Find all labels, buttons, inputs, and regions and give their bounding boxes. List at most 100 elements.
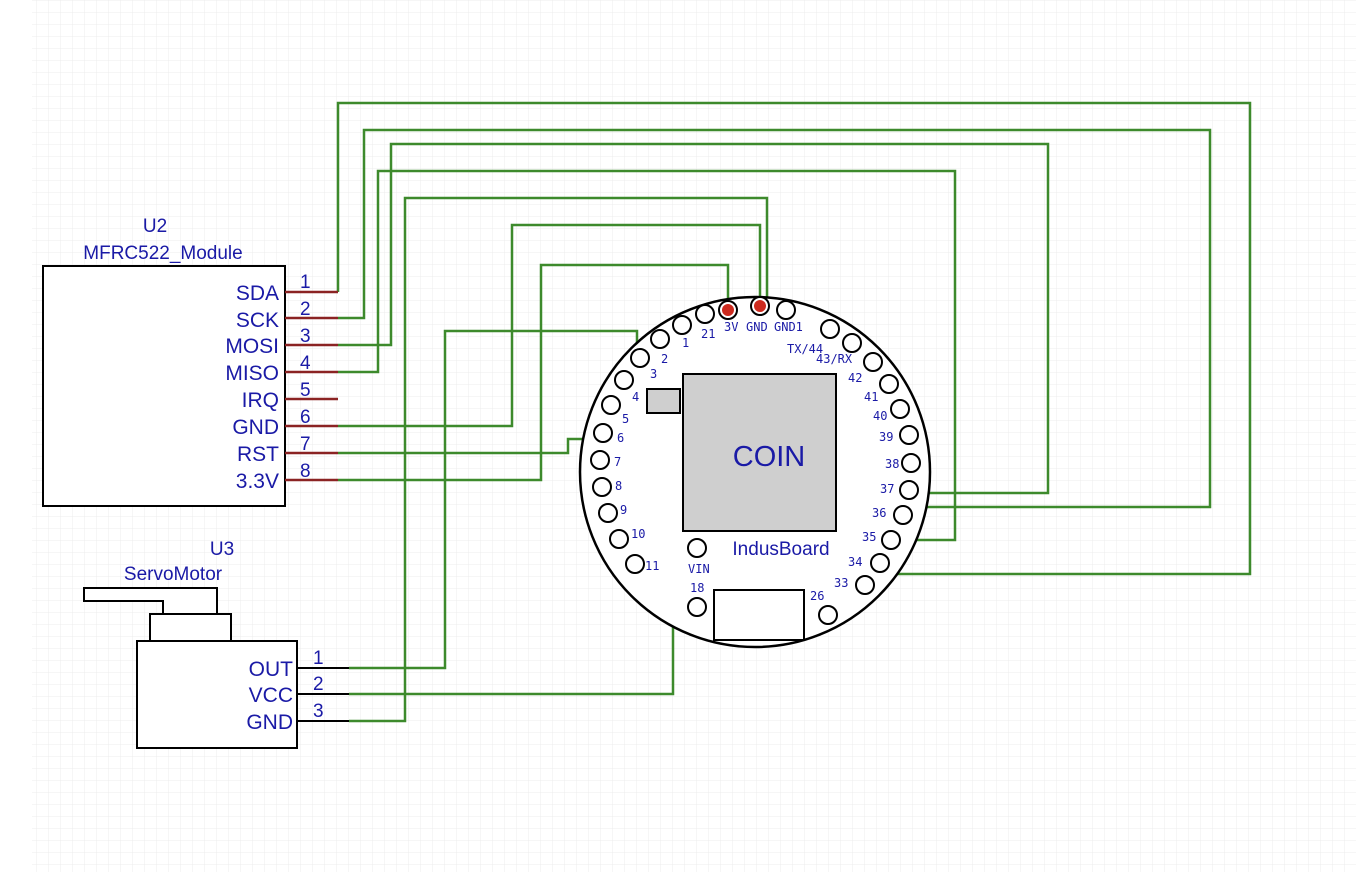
pad-26[interactable] (818, 605, 838, 625)
wire-miso-to-35[interactable] (338, 169, 957, 542)
pad-36[interactable] (893, 505, 913, 525)
board-pads (590, 296, 921, 625)
u2-pin-label: MISO (225, 362, 279, 385)
wire-servo-out-to-2[interactable] (349, 329, 639, 670)
pad-2[interactable] (650, 329, 670, 349)
u2-pin-label: SDA (236, 282, 279, 305)
usb-connector (713, 589, 805, 641)
pad-8[interactable] (592, 477, 612, 497)
wire-3v3-to-3v[interactable] (338, 263, 730, 482)
u2-pin-number: 4 (300, 353, 311, 374)
u2-pin-number: 8 (300, 461, 311, 482)
pin-label-vin: VIN (688, 562, 710, 576)
indusboard[interactable]: COIN IndusBoard (578, 295, 932, 649)
pin-label-9: 9 (620, 503, 627, 517)
pad-11[interactable] (625, 554, 645, 574)
pad-35[interactable] (881, 530, 901, 550)
pad-18[interactable] (687, 597, 707, 617)
pad-39[interactable] (899, 425, 919, 445)
pin-label-1: 1 (682, 336, 689, 350)
pad-43rx[interactable] (842, 333, 862, 353)
pad-41[interactable] (879, 374, 899, 394)
u2-pin-labels: SDA SCK MOSI MISO IRQ GND RST 3.3V (225, 282, 279, 493)
pad-tx44[interactable] (820, 319, 840, 339)
pin-label-10: 10 (631, 527, 645, 541)
pin-label-8: 8 (615, 479, 622, 493)
pad-3v-connected-dot (722, 304, 734, 316)
u2-pin-number: 1 (300, 272, 311, 293)
u3-pin-numbers: 1 2 3 (313, 648, 324, 722)
pad-42[interactable] (863, 352, 883, 372)
u2-pin-label: MOSI (225, 335, 279, 358)
pin-label-5: 5 (622, 412, 629, 426)
u3-pin-label: GND (246, 711, 293, 734)
pin-label-3: 3 (650, 367, 657, 381)
wire-mosi-to-37[interactable] (338, 142, 1050, 495)
u3-servo-motor[interactable]: U3 ServoMotor OUT VCC GND 1 2 3 (83, 539, 349, 749)
pad-37[interactable] (899, 480, 919, 500)
pin-label-35: 35 (862, 530, 876, 544)
pin-label-41: 41 (864, 390, 878, 404)
pin-label-4: 4 (632, 390, 639, 404)
u3-name: ServoMotor (124, 564, 223, 585)
pad-7[interactable] (590, 450, 610, 470)
u3-pin-label: VCC (249, 684, 293, 707)
u3-ref: U3 (210, 539, 234, 560)
coin-chip-label: COIN (733, 441, 806, 473)
u2-mfrc522-module[interactable]: U2 MFRC522_Module SDA SCK MOSI MISO IRQ … (42, 216, 338, 507)
pad-38[interactable] (901, 453, 921, 473)
u3-pin-number: 1 (313, 648, 324, 669)
pad-3[interactable] (630, 348, 650, 368)
wire-servo-gnd-to-gnd[interactable] (349, 196, 769, 723)
pad-gnd1[interactable] (776, 300, 796, 320)
u2-pin-label: SCK (236, 309, 279, 332)
pad-34[interactable] (870, 553, 890, 573)
u2-pin-label: RST (237, 443, 279, 466)
u2-pin-stubs (285, 290, 338, 482)
pin-label-37: 37 (880, 482, 894, 496)
pad-1[interactable] (672, 315, 692, 335)
pin-label-26: 26 (810, 589, 824, 603)
u2-pin-number: 2 (300, 299, 311, 320)
pin-label-7: 7 (614, 455, 621, 469)
u2-ref: U2 (143, 216, 167, 237)
u3-pin-number: 2 (313, 674, 324, 695)
board-name: IndusBoard (732, 539, 829, 560)
wires (336, 101, 1252, 723)
servo-horn-icon (83, 587, 232, 642)
pin-label-39: 39 (879, 430, 893, 444)
pin-label-2: 2 (661, 352, 668, 366)
pin-label-tx44: TX/44 (787, 342, 823, 356)
pin-label-40: 40 (873, 409, 887, 423)
u2-pin-number: 5 (300, 380, 311, 401)
pin-label-43rx: 43/RX (816, 352, 853, 366)
u2-pin-label: 3.3V (236, 470, 279, 493)
pad-4[interactable] (614, 370, 634, 390)
u2-pin-number: 3 (300, 326, 311, 347)
pad-6[interactable] (593, 423, 613, 443)
pad-40[interactable] (890, 399, 910, 419)
pin-label-11: 11 (645, 559, 659, 573)
u2-pin-number: 7 (300, 434, 311, 455)
u2-pin-number: 6 (300, 407, 311, 428)
pad-gnd-connected-dot (754, 300, 766, 312)
pin-label-6: 6 (617, 431, 624, 445)
u2-pin-label: IRQ (242, 389, 279, 412)
board-pin-labels: 21 3V GND GND1 1 2 3 4 5 6 7 8 9 10 11 T… (614, 320, 899, 603)
pin-label-18: 18 (690, 581, 704, 595)
pad-10[interactable] (609, 529, 629, 549)
pad-21[interactable] (695, 304, 715, 324)
pin-label-38: 38 (885, 457, 899, 471)
wire-gnd-to-gnd[interactable] (338, 223, 762, 428)
pad-9[interactable] (598, 503, 618, 523)
pin-label-gnd1: GND1 (774, 320, 803, 334)
u3-pin-labels: OUT VCC GND (246, 658, 293, 734)
u2-pin-numbers: 1 2 3 4 5 6 7 8 (300, 272, 311, 482)
pin-label-gnd: GND (746, 320, 768, 334)
pad-33[interactable] (855, 575, 875, 595)
pad-vin[interactable] (687, 538, 707, 558)
pin-label-21: 21 (701, 327, 715, 341)
u3-body (136, 640, 298, 749)
pad-5[interactable] (601, 395, 621, 415)
